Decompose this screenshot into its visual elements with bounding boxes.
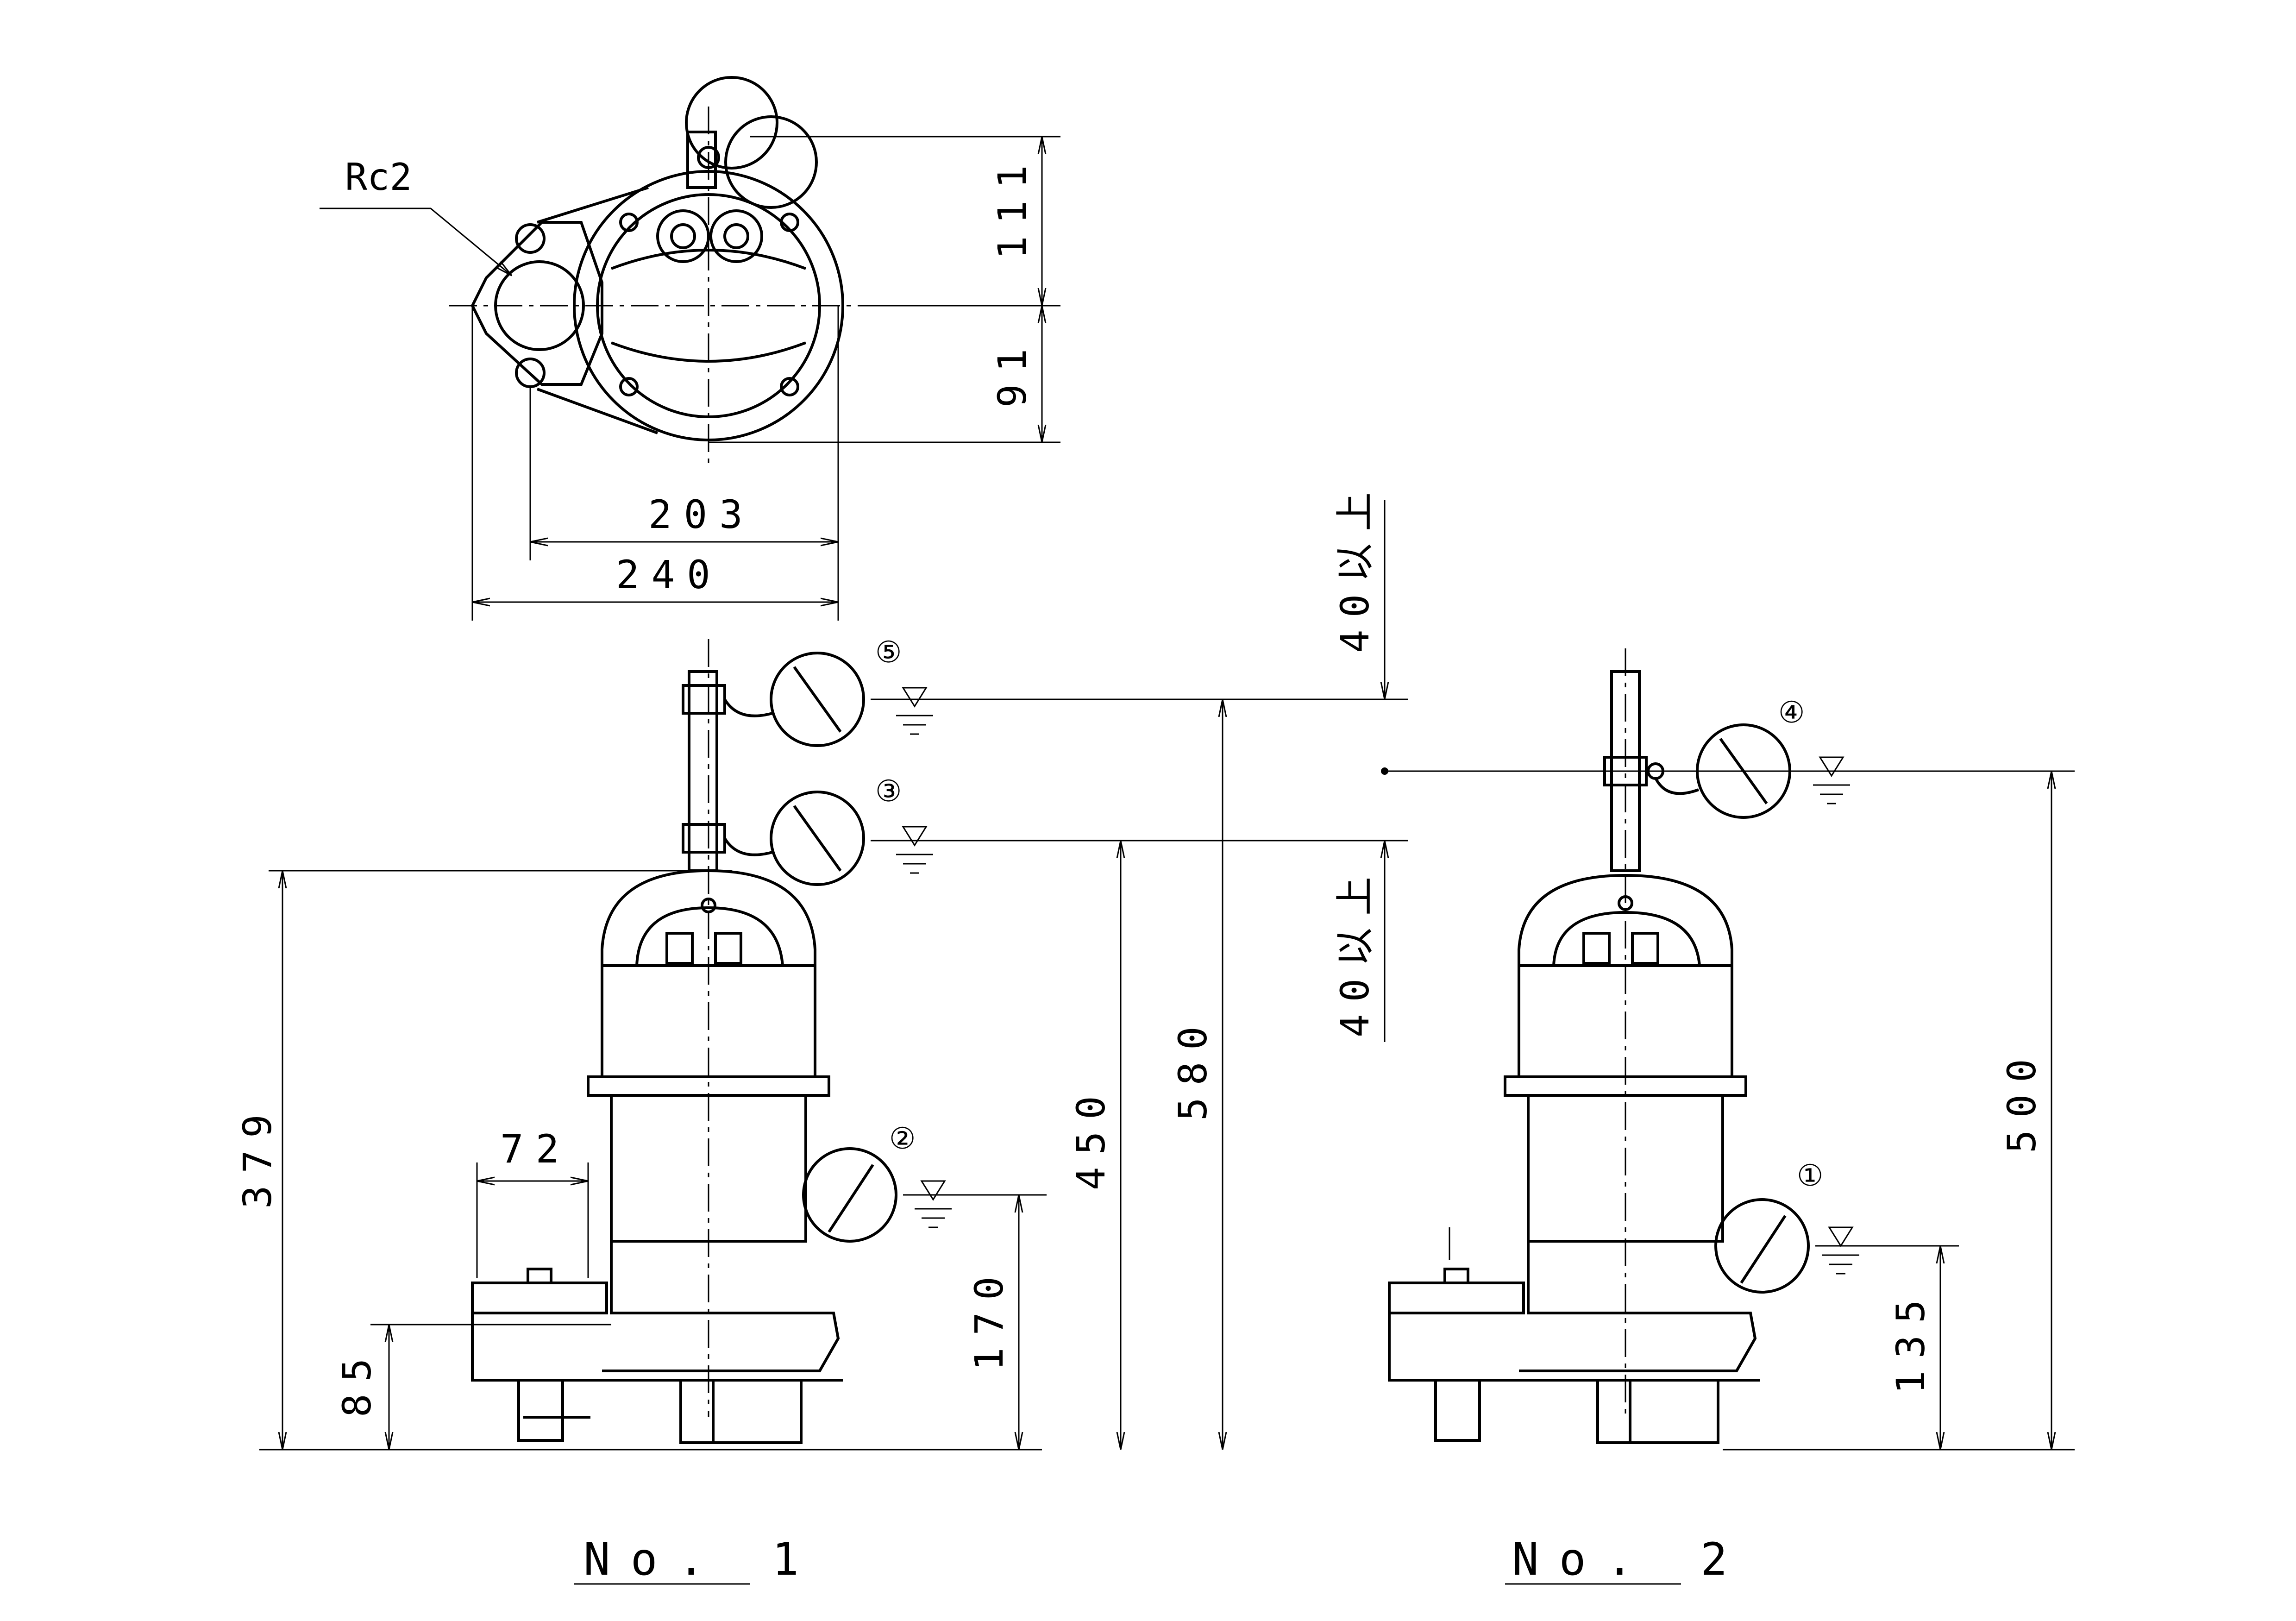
dim-outlet-offset: 72 bbox=[500, 1126, 571, 1172]
dim-min-above: 40以上 bbox=[1332, 480, 1378, 653]
level-marker-4: ④ bbox=[1778, 696, 1805, 730]
dim-level-3: 450 bbox=[1068, 1084, 1114, 1190]
dim-top: 111 bbox=[990, 153, 1035, 259]
dim-level-1: 135 bbox=[1888, 1288, 1933, 1394]
top-view bbox=[320, 76, 1060, 621]
dim-width-inner: 203 bbox=[648, 492, 755, 537]
dim-bottom: 91 bbox=[990, 337, 1035, 408]
dim-min-below: 40以上 bbox=[1332, 865, 1378, 1037]
dim-level-4: 500 bbox=[1999, 1047, 2045, 1153]
thread-label: Rc2 bbox=[345, 156, 412, 199]
level-marker-3: ③ bbox=[875, 774, 902, 809]
dim-level-5: 580 bbox=[1170, 1014, 1216, 1121]
dim-level-2: 170 bbox=[966, 1264, 1012, 1371]
dim-total-height: 379 bbox=[235, 1102, 280, 1209]
side-view-1 bbox=[259, 639, 1408, 1585]
side-view-2 bbox=[1381, 500, 2075, 1585]
dim-width-outer: 240 bbox=[616, 552, 722, 597]
level-marker-5: ⑤ bbox=[875, 635, 902, 670]
view-label-no1: No. 1 bbox=[583, 1533, 819, 1585]
dim-outlet-height: 85 bbox=[334, 1346, 380, 1417]
view-label-no2: No. 2 bbox=[1512, 1533, 1748, 1585]
level-marker-2: ② bbox=[889, 1122, 916, 1156]
level-marker-1: ① bbox=[1797, 1159, 1823, 1193]
